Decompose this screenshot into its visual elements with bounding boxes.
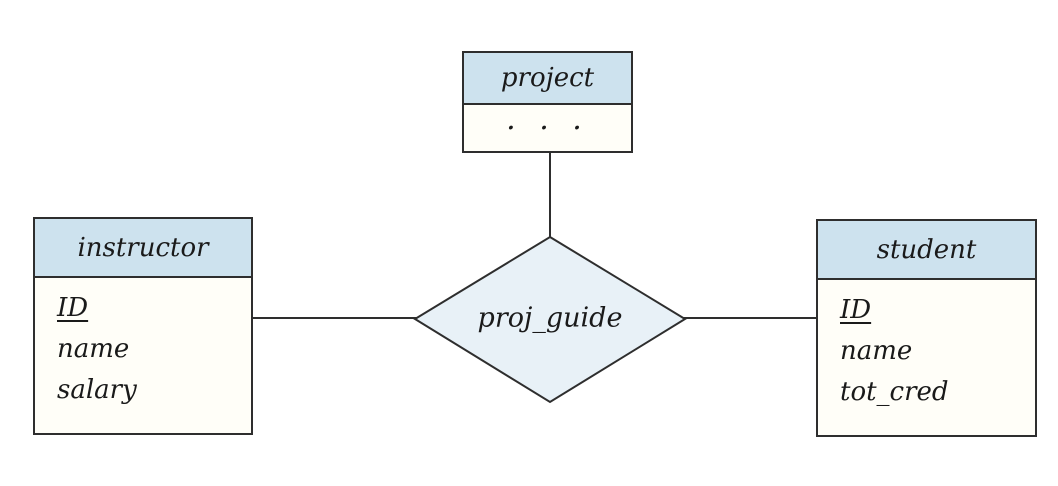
entity-project: project . . .: [462, 51, 633, 153]
relationship-diamond-shape: [413, 235, 687, 404]
entity-instructor-title: instructor: [35, 219, 251, 278]
entity-instructor-body: ID name salary: [35, 278, 251, 411]
entity-student-body: ID name tot_cred: [818, 280, 1035, 413]
attribute-instructor-id: ID: [57, 293, 89, 323]
attribute-student-id: ID: [840, 295, 872, 325]
entity-student-title: student: [818, 221, 1035, 280]
entity-student: student ID name tot_cred: [816, 219, 1037, 437]
entity-project-body: . . .: [464, 105, 631, 151]
entity-project-title: project: [464, 53, 631, 105]
relationship-label: proj_guide: [477, 302, 623, 334]
attribute-student-tot-cred: tot_cred: [840, 377, 949, 407]
entity-project-attr-ellipsis: . . .: [506, 102, 589, 137]
attribute-instructor-salary: salary: [57, 375, 137, 405]
attribute-student-name: name: [840, 336, 913, 366]
entity-instructor: instructor ID name salary: [33, 217, 253, 435]
attribute-instructor-name: name: [57, 334, 130, 364]
